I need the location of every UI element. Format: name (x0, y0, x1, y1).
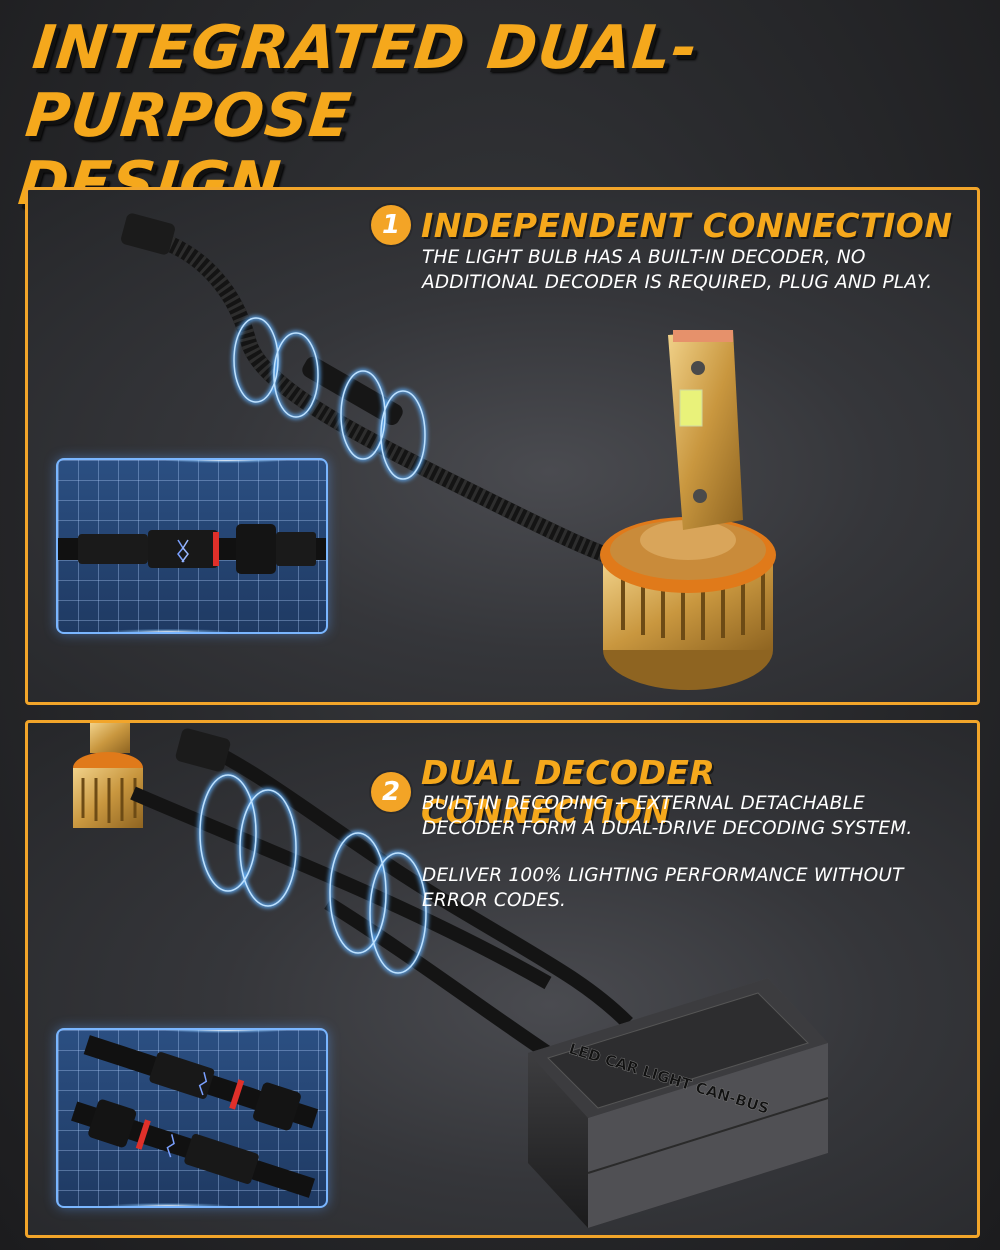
decoder-cable-illustration: LED CAR LIGHT CAN-BUS (73, 723, 829, 1228)
section-dual-decoder-connection: LED CAR LIGHT CAN-BUS 2 DUAL DECODER CON… (25, 720, 980, 1238)
connector-closeup-image (58, 524, 326, 574)
canbus-decoder-box-icon (528, 978, 829, 1228)
dual-connector-closeup-image (71, 1035, 319, 1198)
bulb-cable-illustration (121, 213, 776, 690)
dual-connector-closeup-inset (56, 1028, 328, 1208)
section-2-heading: 2 DUAL DECODER CONNECTION (371, 753, 977, 831)
section-2-description: BUILT-IN DECODING + EXTERNAL DETACHABLE … (422, 793, 913, 911)
title-line-1: INTEGRATED DUAL-PURPOSE (22, 13, 702, 151)
led-bulb-small-icon (73, 723, 143, 828)
led-bulb-icon (600, 330, 776, 690)
number-badge: 2 (371, 772, 411, 812)
number-badge: 1 (371, 205, 411, 245)
section-1-heading: 1 INDEPENDENT CONNECTION (371, 205, 952, 245)
section-1-description: THE LIGHT BULB HAS A BUILT-IN DECODER, N… (422, 247, 933, 293)
connector-closeup-inset (56, 458, 328, 634)
section-1-title: INDEPENDENT CONNECTION (421, 205, 953, 245)
section-independent-connection: 1 INDEPENDENT CONNECTION THE LIGHT BULB … (25, 187, 980, 705)
section-2-title: DUAL DECODER CONNECTION (421, 753, 716, 831)
